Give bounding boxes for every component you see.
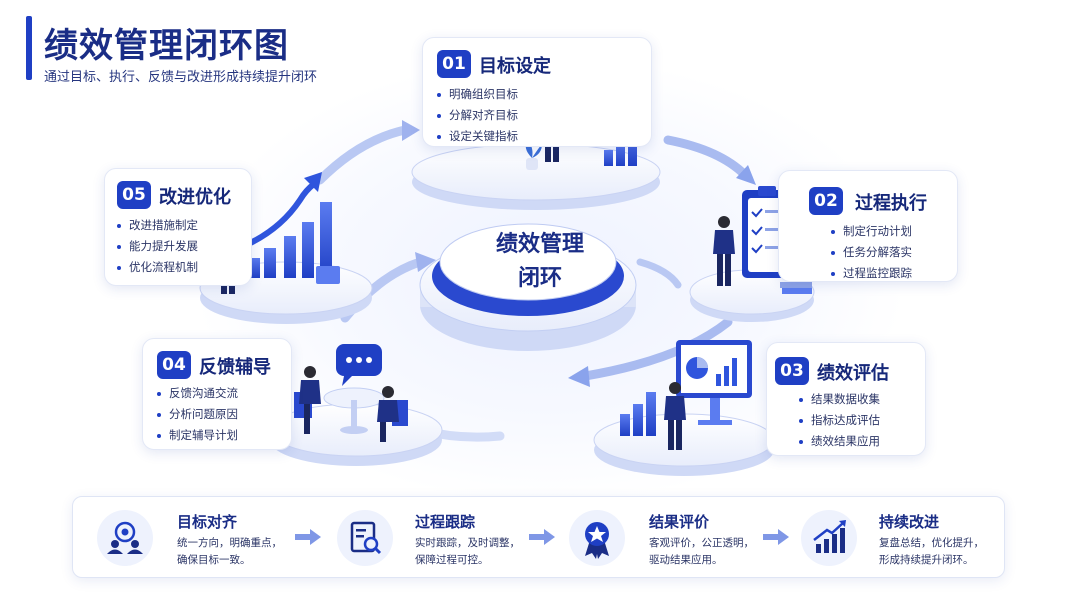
stage-card-goal-setting: 01 目标设定 明确组织目标 分解对齐目标 设定关键指标	[422, 37, 652, 147]
feature-description-line1: 复盘总结，优化提升，	[879, 537, 984, 549]
feature-description-line2: 形成持续提升闭环。	[879, 554, 974, 566]
feature-title: 目标对齐	[177, 513, 238, 531]
center-label-line2: 闭环	[517, 266, 562, 291]
person-feedback-left-icon	[294, 366, 321, 434]
feature-description-line1: 统一方向，明确重点，	[177, 537, 282, 549]
arrow-right-icon	[529, 529, 555, 545]
stage-item: 改进措施制定	[117, 215, 198, 236]
feature-description: 实时跟踪，及时调整， 保障过程可控。	[415, 535, 520, 569]
stage-item-list: 制定行动计划 任务分解落实 过程监控跟踪	[831, 221, 912, 284]
stage-title: 过程执行	[855, 193, 927, 214]
stage-item: 反馈沟通交流	[157, 383, 238, 404]
arrow-right-icon	[763, 529, 789, 545]
book-stack-icon	[780, 282, 812, 294]
page-subtitle: 通过目标、执行、反馈与改进形成持续提升闭环	[44, 70, 318, 85]
meeting-table-icon	[323, 387, 385, 434]
stage-title: 改进优化	[159, 187, 231, 208]
stage-item: 分析问题原因	[157, 404, 238, 425]
arrow-right-icon	[295, 529, 321, 545]
target-team-icon	[97, 510, 153, 566]
chat-bubble-icon	[336, 344, 382, 386]
award-badge-icon	[569, 510, 625, 566]
stage-title: 目标设定	[479, 56, 551, 77]
stage-number-badge: 02	[809, 187, 843, 215]
stage-title: 反馈辅导	[199, 357, 271, 378]
feature-title: 持续改进	[879, 513, 940, 531]
growth-bars-icon	[248, 202, 332, 278]
stage-item: 绩效结果应用	[799, 431, 880, 452]
stage-item: 任务分解落实	[831, 242, 912, 263]
person-feedback-right-icon	[377, 386, 408, 442]
stage-item: 设定关键指标	[437, 126, 518, 147]
monitor-chart-icon	[676, 340, 752, 425]
stage-card-evaluation: 03 绩效评估 结果数据收集 指标达成评估 绩效结果应用	[766, 342, 926, 456]
feature-description-line2: 保障过程可控。	[415, 554, 489, 566]
feature-description-line1: 客观评价，公正透明，	[649, 537, 754, 549]
evaluation-bars-icon	[620, 392, 656, 436]
target-bars-icon	[604, 130, 637, 166]
center-label-line1: 绩效管理	[495, 232, 584, 257]
feature-description: 复盘总结，优化提升， 形成持续提升闭环。	[879, 535, 984, 569]
page-title: 绩效管理闭环图	[44, 26, 289, 66]
stage-item-list: 反馈沟通交流 分析问题原因 制定辅导计划	[157, 383, 238, 446]
stage-item-list: 明确组织目标 分解对齐目标 设定关键指标	[437, 84, 518, 147]
person-evaluation-icon	[664, 382, 686, 450]
center-label: 绩效管理 闭环	[440, 228, 640, 296]
stage-number-badge: 04	[157, 351, 191, 379]
feature-description-line1: 实时跟踪，及时调整，	[415, 537, 520, 549]
stage-item: 能力提升发展	[117, 236, 198, 257]
feature-title: 结果评价	[649, 513, 710, 531]
feature-description-line2: 确保目标一致。	[177, 554, 251, 566]
growth-chart-icon	[801, 510, 857, 566]
feature-description: 统一方向，明确重点， 确保目标一致。	[177, 535, 282, 569]
stage-card-feedback: 04 反馈辅导 反馈沟通交流 分析问题原因 制定辅导计划	[142, 338, 292, 450]
person-execution-icon	[713, 216, 735, 286]
stage-item: 明确组织目标	[437, 84, 518, 105]
stage-card-execution: 02 过程执行 制定行动计划 任务分解落实 过程监控跟踪	[778, 170, 958, 282]
feature-description-line2: 驱动结果应用。	[649, 554, 723, 566]
stage-number-badge: 03	[775, 357, 809, 385]
feature-title: 过程跟踪	[415, 513, 476, 531]
stage-item: 过程监控跟踪	[831, 263, 912, 284]
stage-item: 结果数据收集	[799, 389, 880, 410]
stage-number-badge: 01	[437, 50, 471, 78]
summary-strip: 目标对齐 统一方向，明确重点， 确保目标一致。 过程跟踪 实时跟踪，及时调整， …	[72, 496, 1005, 578]
stage-item: 分解对齐目标	[437, 105, 518, 126]
platform-goal-setting	[411, 143, 661, 210]
feature-description: 客观评价，公正透明， 驱动结果应用。	[649, 535, 754, 569]
stage-item: 优化流程机制	[117, 257, 198, 278]
stage-item: 制定行动计划	[831, 221, 912, 242]
cube-icon	[316, 266, 340, 284]
growth-arrow-icon	[241, 172, 322, 249]
title-accent-bar	[26, 16, 32, 80]
center-platform	[419, 223, 637, 351]
stage-item-list: 结果数据收集 指标达成评估 绩效结果应用	[799, 389, 880, 452]
stage-title: 绩效评估	[817, 363, 889, 384]
stage-number-badge: 05	[117, 181, 151, 209]
stage-item: 指标达成评估	[799, 410, 880, 431]
stage-item-list: 改进措施制定 能力提升发展 优化流程机制	[117, 215, 198, 278]
stage-item: 制定辅导计划	[157, 425, 238, 446]
stage-card-improvement: 05 改进优化 改进措施制定 能力提升发展 优化流程机制	[104, 168, 252, 286]
report-search-icon	[337, 510, 393, 566]
